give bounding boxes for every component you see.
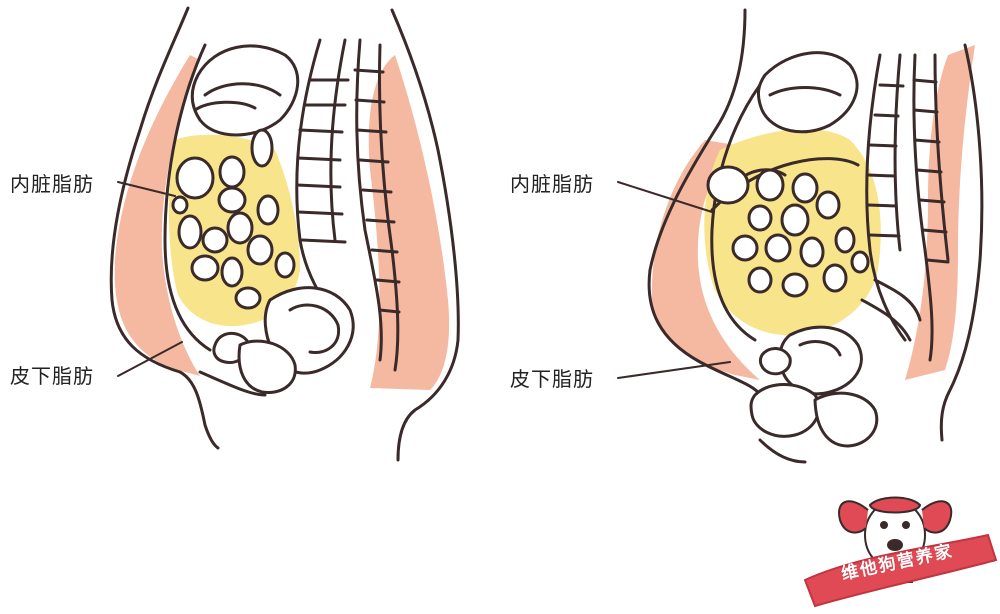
- right-body-outline-front: [647, 8, 762, 397]
- right-visceral-fat-label: 内脏脂肪: [510, 172, 594, 196]
- left-subcutaneous-fat-back: [368, 55, 450, 390]
- left-visceral-leader-line: [117, 181, 176, 197]
- left-subcutaneous-fat-label: 皮下脂肪: [10, 364, 94, 388]
- left-body-outline-front: [109, 6, 220, 450]
- left-visceral-fat-label: 内脏脂肪: [10, 172, 94, 196]
- right-subcutaneous-leader-line: [617, 361, 731, 379]
- right-intestines: [706, 165, 870, 298]
- right-pelvic-organs: [749, 325, 879, 464]
- watermark-logo: [803, 496, 998, 608]
- right-spine: [865, 53, 950, 362]
- right-subcutaneous-fat-back: [905, 45, 975, 380]
- left-pelvic-organs: [212, 286, 355, 395]
- right-torso-figure: [647, 8, 984, 464]
- left-intestines: [171, 128, 296, 310]
- right-visceral-leader-line: [617, 181, 713, 213]
- left-body-outline-back: [390, 8, 460, 462]
- logo-ribbon: [803, 533, 998, 608]
- right-body-outline-back: [939, 43, 984, 442]
- left-subcutaneous-fat-front: [114, 55, 200, 376]
- left-stomach: [190, 44, 300, 137]
- right-subcutaneous-fat-front: [651, 140, 760, 380]
- left-torso-figure: [109, 6, 460, 462]
- right-subcutaneous-fat-label: 皮下脂肪: [510, 367, 594, 391]
- right-stomach: [756, 51, 859, 134]
- left-subcutaneous-leader-line: [117, 341, 183, 377]
- left-spine: [295, 38, 401, 372]
